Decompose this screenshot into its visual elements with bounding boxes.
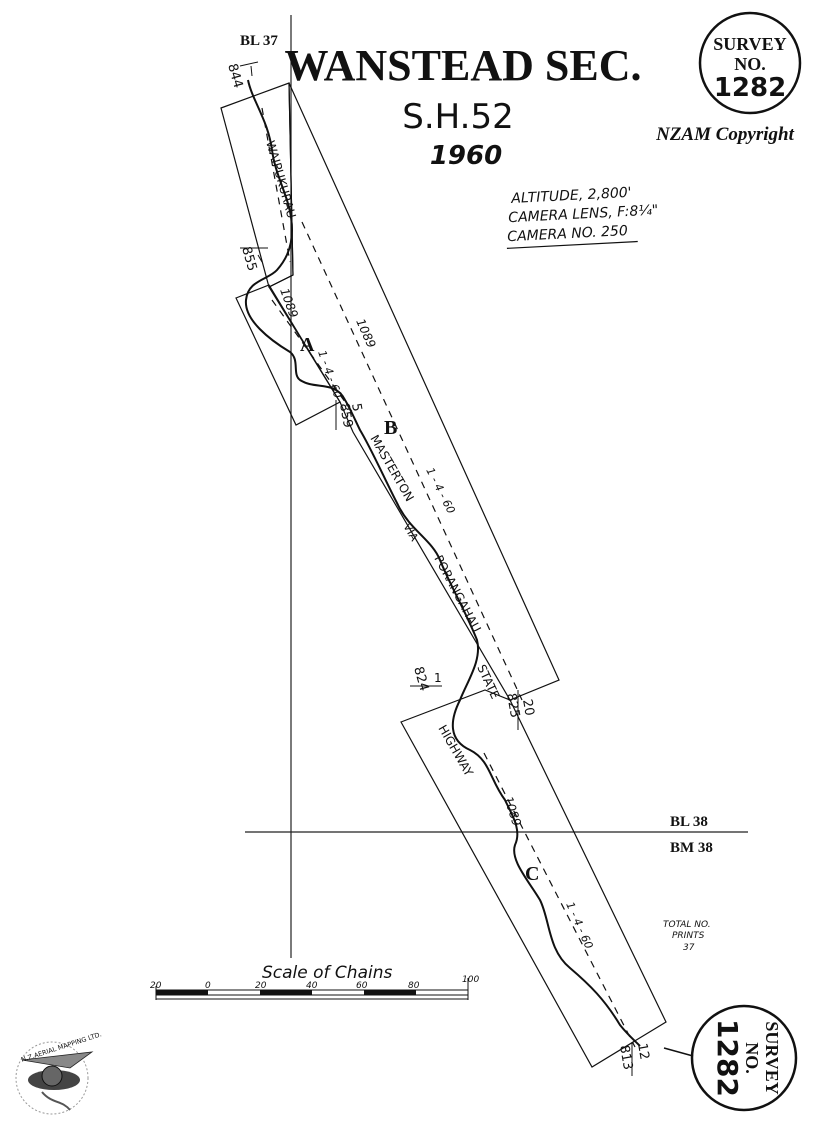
run-c-number: 1089 xyxy=(501,795,524,828)
state-highway-road xyxy=(244,79,641,1047)
frame-number-813: 813 xyxy=(616,1044,635,1071)
scale-tick-4: 60 xyxy=(356,981,368,991)
run-b-scale: 1 - 4 - 60 xyxy=(423,465,457,515)
scale-bar: Scale of Chains 20 0 20 40 60 80 100 xyxy=(150,963,479,1000)
run-b-number: 1089 xyxy=(353,317,378,351)
copyright-text: NZAM Copyright xyxy=(655,124,794,145)
route-label-porangahau: PORANGAHAU xyxy=(431,553,483,635)
frame-number-824: 824 xyxy=(410,665,431,693)
run-a-scale: 1 - 4 - 60 xyxy=(315,349,344,400)
frame-number-5: 5 xyxy=(348,402,364,413)
total-prints-line2: PRINTS xyxy=(672,931,705,941)
scale-tick-1: 0 xyxy=(205,981,211,991)
run-b-letter: B xyxy=(384,417,397,439)
camera-lens-text: CAMERA LENS, F:8¼" xyxy=(508,202,659,226)
aerial-mapping-logo: N.Z.AERIAL MAPPING LTD. xyxy=(15,1030,103,1115)
map-year: 1960 xyxy=(430,141,502,171)
frame-marker-813: 12 813 xyxy=(616,1042,652,1076)
frame-number-825: 825 xyxy=(503,692,522,719)
altitude-text: ALTITUDE, 2,800' xyxy=(510,185,632,207)
grid-label-bl37: BL 37 xyxy=(240,33,278,49)
survey-stamp-bottom-label: SURVEY xyxy=(762,1021,782,1094)
route-label-waipukurau: WAIPUKURAU xyxy=(263,139,299,220)
grid-label-bm38: BM 38 xyxy=(670,840,713,856)
flight-info: ALTITUDE, 2,800' CAMERA LENS, F:8¼" CAME… xyxy=(506,185,659,249)
frame-number-859: 859 xyxy=(336,402,355,429)
flight-line-a xyxy=(271,299,354,414)
frame-marker-844: 844 xyxy=(224,61,259,90)
frame-marker-859: 859 5 xyxy=(335,400,364,430)
frame-number-20: 20 xyxy=(519,698,537,717)
frame-number-855: 855 xyxy=(238,245,259,273)
map-title: WANSTEAD SEC. xyxy=(285,41,642,90)
frame-marker-824: 1 824 xyxy=(410,665,442,693)
survey-stamp-bottom-no: NO. xyxy=(742,1042,762,1074)
survey-stamp-number: 1282 xyxy=(714,73,786,103)
frame-marker-855: 855 xyxy=(238,245,268,273)
scale-tick-2: 20 xyxy=(255,981,267,991)
flight-line-c xyxy=(483,752,636,1048)
survey-stamp-no: NO. xyxy=(734,54,766,74)
run-a-letter: A xyxy=(300,334,315,356)
frame-number-12: 12 xyxy=(634,1042,652,1061)
survey-stamp-top: SURVEY NO. 1282 xyxy=(698,11,802,115)
run-a-number: 1089 xyxy=(277,286,301,319)
route-label-state: STATE xyxy=(474,662,502,701)
flight-line-top xyxy=(261,107,291,263)
frame-tick-1: 1 xyxy=(434,671,442,685)
grid-label-bl38: BL 38 xyxy=(670,814,708,830)
frame-number-844: 844 xyxy=(224,62,245,90)
frame-marker-825: 20 825 xyxy=(503,690,537,730)
route-label-via: VIA xyxy=(400,521,421,544)
total-prints-count: 37 xyxy=(683,943,695,953)
scale-bar-title: Scale of Chains xyxy=(262,963,392,983)
run-c-scale: 1 - 4 - 60 xyxy=(563,900,595,951)
survey-stamp-bottom-number: 1282 xyxy=(711,1019,744,1097)
strip-box-b xyxy=(268,82,560,701)
survey-stamp-label: SURVEY xyxy=(713,34,786,54)
total-prints-line1: TOTAL NO. xyxy=(663,920,711,930)
scale-tick-0: 20 xyxy=(150,981,162,991)
survey-stamp-bottom: SURVEY NO. 1282 xyxy=(663,1004,798,1112)
strip-box-c xyxy=(400,689,667,1068)
scale-tick-3: 40 xyxy=(306,981,318,991)
map-subtitle: S.H.52 xyxy=(402,97,513,137)
total-prints-note: TOTAL NO. PRINTS 37 xyxy=(663,920,711,953)
run-c-letter: C xyxy=(525,863,539,885)
scale-tick-5: 80 xyxy=(408,981,420,991)
flight-line-b xyxy=(301,221,523,701)
camera-number-text: CAMERA NO. 250 xyxy=(507,223,628,245)
flight-info-underline xyxy=(506,240,638,249)
scale-tick-6: 100 xyxy=(462,975,479,985)
